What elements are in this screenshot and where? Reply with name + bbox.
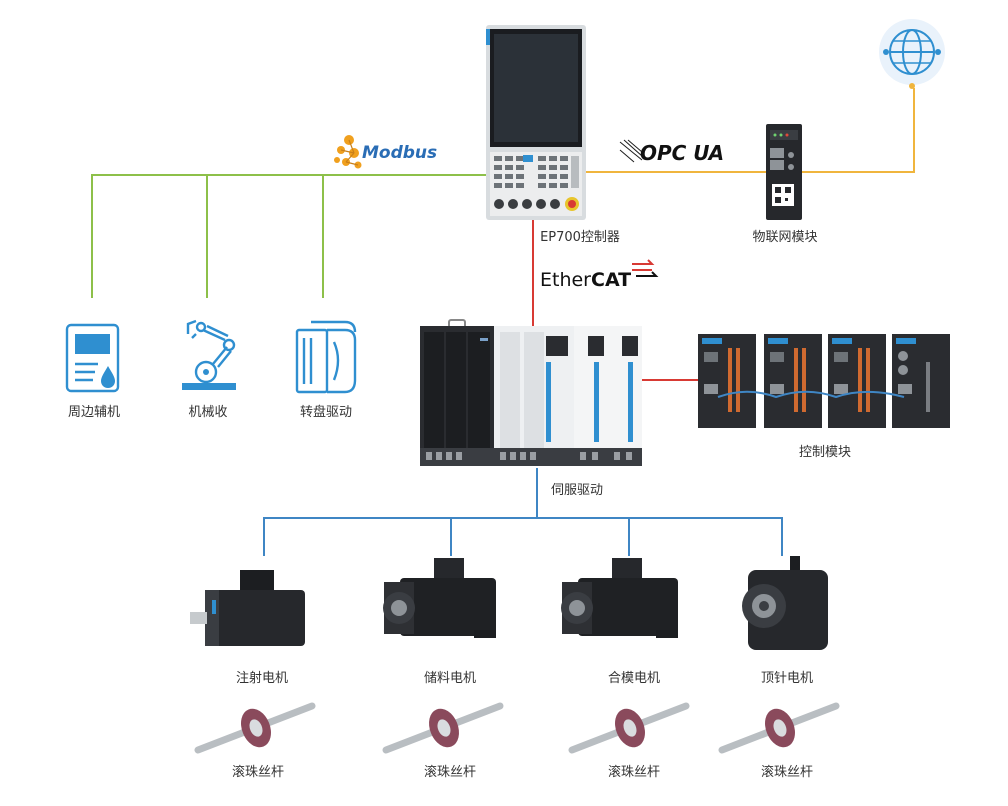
ejector-motor	[742, 556, 828, 650]
ethercat-link	[532, 220, 698, 381]
globe-icon	[879, 19, 945, 89]
ballscrew-4	[718, 702, 840, 754]
servo-bus	[263, 468, 783, 556]
ethercat-logo-cat: CAT	[591, 269, 631, 291]
ballscrew-3	[568, 702, 690, 754]
monitor-drop-icon	[65, 323, 120, 393]
servo-drive-rack	[420, 319, 642, 466]
peripheral-label: 周边辅机	[67, 405, 121, 420]
ep700-controller	[486, 25, 586, 220]
opcua-logo-text: OPC UA	[640, 141, 724, 165]
opcua-link	[586, 88, 915, 173]
opcua-logo: OPC UA	[617, 136, 729, 166]
turntable-drive-icon	[295, 320, 357, 394]
modbus-logo-text: Modbus	[362, 143, 437, 163]
injection-motor	[190, 570, 305, 646]
control-module-unit	[698, 334, 756, 428]
ejector-motor-label: 顶针电机	[760, 671, 814, 686]
svg-text:EtherCAT: EtherCAT	[540, 269, 631, 291]
modbus-bus	[91, 174, 486, 298]
ballscrew-label: 滚珠丝杆	[760, 765, 814, 780]
servo-drive-label: 伺服驱动	[550, 483, 604, 498]
ethercat-logo-ether: Ether	[540, 269, 591, 291]
ballscrew-label: 滚珠丝杆	[607, 765, 661, 780]
mold-motor-label: 合模电机	[607, 671, 661, 686]
iot-module-label: 物联网模块	[752, 230, 818, 245]
iot-module-device	[766, 124, 802, 220]
storage-motor-label: 储料电机	[423, 671, 477, 686]
control-module-unit	[764, 334, 822, 428]
turntable-label: 转盘驱动	[299, 405, 353, 420]
control-module-unit	[892, 334, 950, 428]
mold-motor	[561, 558, 678, 638]
control-module-unit	[828, 334, 886, 428]
injection-motor-label: 注射电机	[235, 671, 289, 686]
ballscrew-label: 滚珠丝杆	[231, 765, 285, 780]
storage-motor	[383, 558, 496, 638]
ballscrew-1	[194, 702, 316, 754]
control-module-label: 控制模块	[798, 445, 852, 460]
robot-label: 机械收	[188, 405, 228, 420]
modbus-logo: Modbus	[334, 135, 437, 169]
ballscrew-label: 滚珠丝杆	[423, 765, 477, 780]
ballscrew-2	[382, 702, 504, 754]
controller-label: EP700控制器	[540, 230, 620, 245]
ethercat-logo: EtherCAT	[540, 259, 659, 291]
control-module-group	[698, 334, 950, 428]
robot-arm-icon	[182, 319, 236, 390]
